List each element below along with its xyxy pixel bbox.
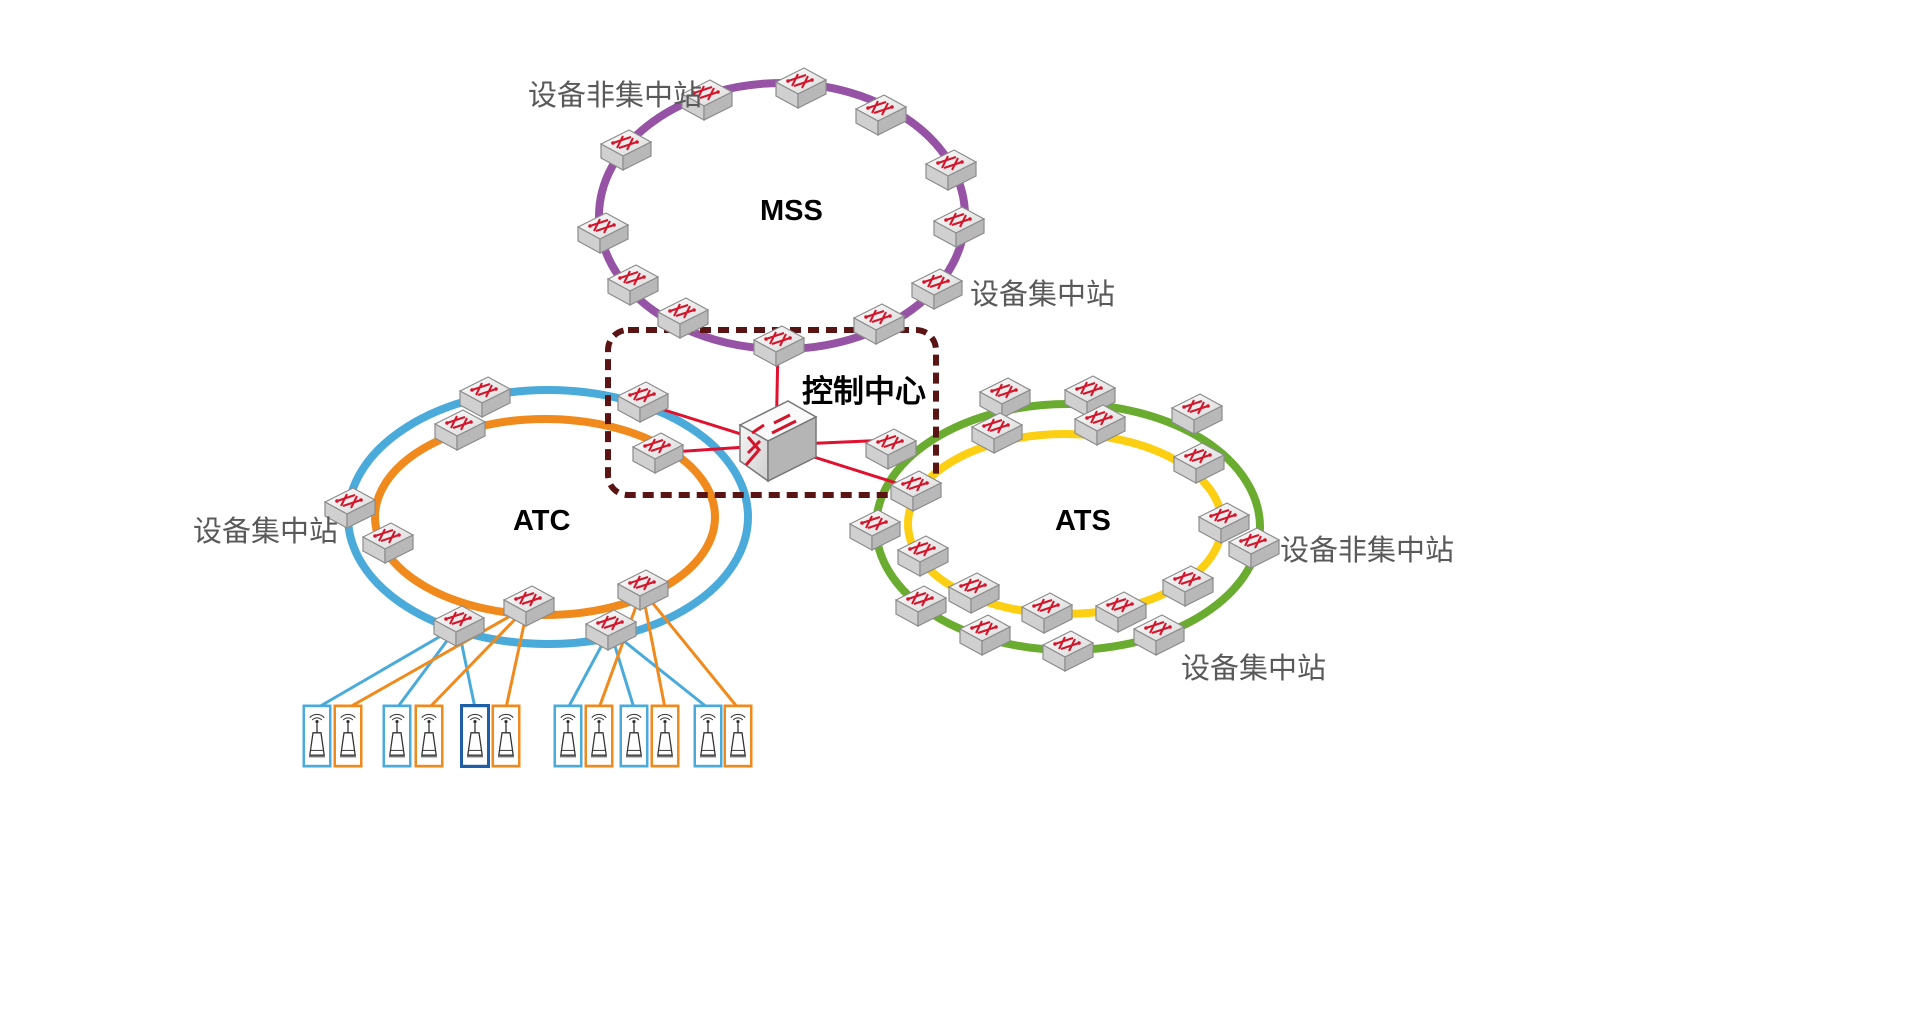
- control-center-boundary: [605, 327, 939, 498]
- wireless-terminal-icon: [650, 704, 680, 768]
- network-switch-icon: [1133, 614, 1185, 656]
- network-switch-icon: [362, 522, 414, 564]
- wireless-unit-row: [302, 704, 753, 768]
- wireless-terminal-icon: [414, 704, 444, 768]
- wireless-terminal-icon: [553, 704, 583, 768]
- network-switch-icon: [1162, 565, 1214, 607]
- core-switch: [738, 400, 818, 483]
- control-center-label: 控制中心: [802, 374, 926, 410]
- network-switch-icon: [1095, 591, 1147, 633]
- network-switch-icon: [577, 212, 629, 254]
- network-switch-icon: [925, 149, 977, 191]
- network-switch-icon: [959, 614, 1011, 656]
- atc-network-name: ATC: [513, 505, 571, 537]
- network-switch-icon: [503, 585, 555, 627]
- wireless-terminal-icon: [693, 704, 723, 768]
- wireless-terminal-icon: [460, 704, 490, 768]
- wireless-terminal-icon: [333, 704, 363, 768]
- network-switch-icon: [459, 376, 511, 418]
- network-switch-icon: [433, 605, 485, 647]
- network-switch-icon: [600, 129, 652, 171]
- wireless-terminal-icon: [302, 704, 332, 768]
- wireless-terminal-icon: [723, 704, 753, 768]
- ats-central-station-label: 设备集中站: [1181, 651, 1327, 685]
- atc-central-station-label: 设备集中站: [193, 514, 339, 548]
- wireless-terminal-icon: [619, 704, 649, 768]
- mss-network-name: MSS: [760, 195, 823, 227]
- network-switch-icon: [775, 67, 827, 109]
- wireless-terminal-icon: [584, 704, 614, 768]
- mss-central-station-label: 设备集中站: [970, 277, 1116, 311]
- ats-network-name: ATS: [1055, 505, 1111, 537]
- network-switch-icon: [897, 535, 949, 577]
- network-switch-icon: [849, 509, 901, 551]
- ats-non-central-station-label: 设备非集中站: [1280, 533, 1455, 567]
- wireless-terminal-icon: [491, 704, 521, 768]
- wireless-terminal-icon: [382, 704, 412, 768]
- mss-non-central-station-label: 设备非集中站: [528, 78, 703, 112]
- network-switch-icon: [1042, 630, 1094, 672]
- network-switch-icon: [434, 409, 486, 451]
- network-switch-icon: [933, 206, 985, 248]
- network-switch-icon: [1021, 592, 1073, 634]
